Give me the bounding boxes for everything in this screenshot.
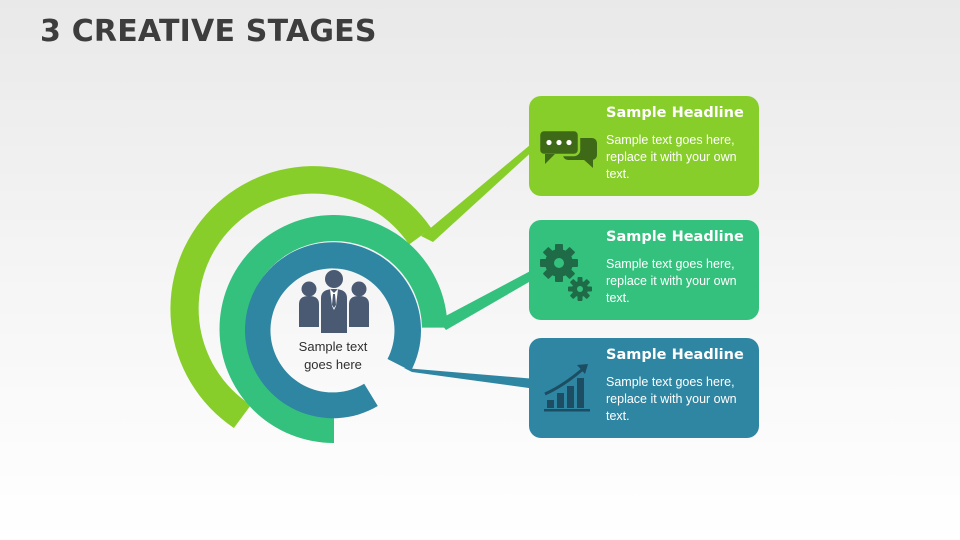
stage-1-headline: Sample Headline — [606, 105, 744, 121]
stage-3-headline: Sample Headline — [606, 347, 744, 363]
stage-1-pointer — [421, 140, 536, 242]
stage-3-card: Sample Headline Sample text goes here, r… — [529, 338, 759, 438]
growth-chart-icon — [544, 364, 590, 412]
center-text-line-2: goes here — [304, 357, 362, 372]
stage-3-text: Sample text goes here, replace it with y… — [606, 375, 737, 423]
stage-2-card: Sample Headline Sample text goes here, r… — [529, 220, 759, 320]
center-text-line-1: Sample text — [298, 339, 368, 354]
stage-2-text: Sample text goes here, replace it with y… — [606, 257, 737, 305]
inner-ring-arc — [244, 242, 421, 419]
stage-3-pointer — [404, 368, 536, 389]
stage-1-text: Sample text goes here, replace it with y… — [606, 133, 737, 181]
slide-title: 3 CREATIVE STAGES — [40, 14, 377, 49]
center-text: Sample text goes here — [283, 338, 383, 374]
stage-2-pointer — [438, 268, 536, 330]
stage-1-card: Sample Headline Sample text goes here, r… — [529, 96, 759, 196]
team-people-icon — [299, 270, 369, 333]
chat-bubbles-icon — [539, 128, 597, 168]
stage-2-headline: Sample Headline — [606, 229, 744, 245]
gears-icon — [540, 244, 592, 301]
